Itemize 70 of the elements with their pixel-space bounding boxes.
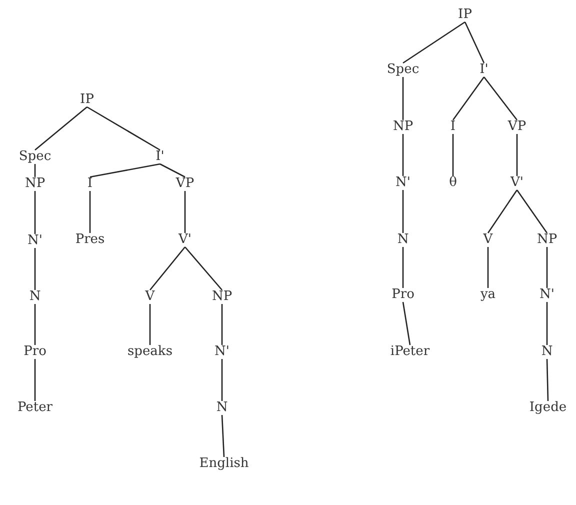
tree-label: I' xyxy=(154,149,166,165)
tree-branch xyxy=(90,163,160,178)
tree-label: I xyxy=(449,119,457,135)
tree-branch xyxy=(34,106,88,150)
tree-label: N' xyxy=(538,287,556,303)
tree-branch xyxy=(546,358,549,402)
tree-label: VP xyxy=(506,119,528,135)
tree-branch xyxy=(34,191,36,234)
tree-branch xyxy=(402,134,404,176)
tree-branch xyxy=(160,163,186,178)
tree-label: Pro xyxy=(22,344,48,360)
tree-label: V' xyxy=(510,175,524,191)
tree-branch xyxy=(221,414,225,458)
tree-label: speaks xyxy=(126,344,174,360)
tree-label: Spec xyxy=(386,62,420,78)
tree-label: IP xyxy=(79,92,95,108)
tree-branch xyxy=(516,134,518,176)
tree-branch xyxy=(487,247,489,288)
tree-label: Spec xyxy=(18,149,52,165)
tree-branch xyxy=(89,191,91,233)
tree-label: NP xyxy=(392,119,414,135)
tree-branch xyxy=(452,134,454,176)
tree-branch xyxy=(402,302,411,346)
tree-label: N' xyxy=(26,233,44,249)
tree-label: NP xyxy=(536,232,558,248)
tree-branch xyxy=(34,248,36,290)
tree-label: V xyxy=(144,289,156,305)
tree-branch xyxy=(402,247,404,288)
tree-branch xyxy=(402,21,466,64)
tree-branch xyxy=(487,190,518,234)
tree-branch xyxy=(464,22,485,64)
tree-label: V' xyxy=(178,232,192,248)
tree-label: Peter xyxy=(16,400,54,416)
tree-label: Pro xyxy=(390,287,416,303)
tree-label: NP xyxy=(24,176,46,192)
tree-branch xyxy=(402,77,404,120)
tree-branch xyxy=(516,190,548,234)
tree-branch xyxy=(546,302,548,345)
tree-branch xyxy=(483,76,518,120)
tree-branch xyxy=(150,246,186,290)
tree-label: θ xyxy=(448,175,458,191)
tree-label: ya xyxy=(479,287,497,303)
tree-label: I xyxy=(86,176,94,192)
tree-branch xyxy=(184,191,186,233)
tree-branch xyxy=(452,76,485,120)
tree-branch xyxy=(221,304,223,345)
tree-label: N' xyxy=(394,175,412,191)
tree-label: English xyxy=(198,456,250,472)
tree-label: N' xyxy=(214,344,230,360)
tree-branch xyxy=(221,359,223,401)
tree-label: V xyxy=(482,232,494,248)
tree-branch xyxy=(86,106,160,151)
tree-branch xyxy=(184,246,222,290)
tree-branch xyxy=(149,304,151,345)
tree-label: NP xyxy=(210,289,234,305)
tree-label: N xyxy=(215,400,229,416)
tree-label: N xyxy=(396,232,410,248)
tree-branch xyxy=(546,247,548,288)
tree-label: Pres xyxy=(74,232,106,248)
tree-branch xyxy=(34,164,36,177)
tree-label: VP xyxy=(174,176,196,192)
tree-label: I' xyxy=(478,62,490,78)
tree-branch xyxy=(402,190,404,233)
tree-label: N xyxy=(28,289,42,305)
tree-branch xyxy=(34,304,36,345)
tree-label: Igede xyxy=(528,400,568,416)
tree-label: N xyxy=(540,344,554,360)
tree-label: iPeter xyxy=(389,344,431,360)
tree-branch xyxy=(34,359,36,401)
tree-label: IP xyxy=(457,7,473,23)
